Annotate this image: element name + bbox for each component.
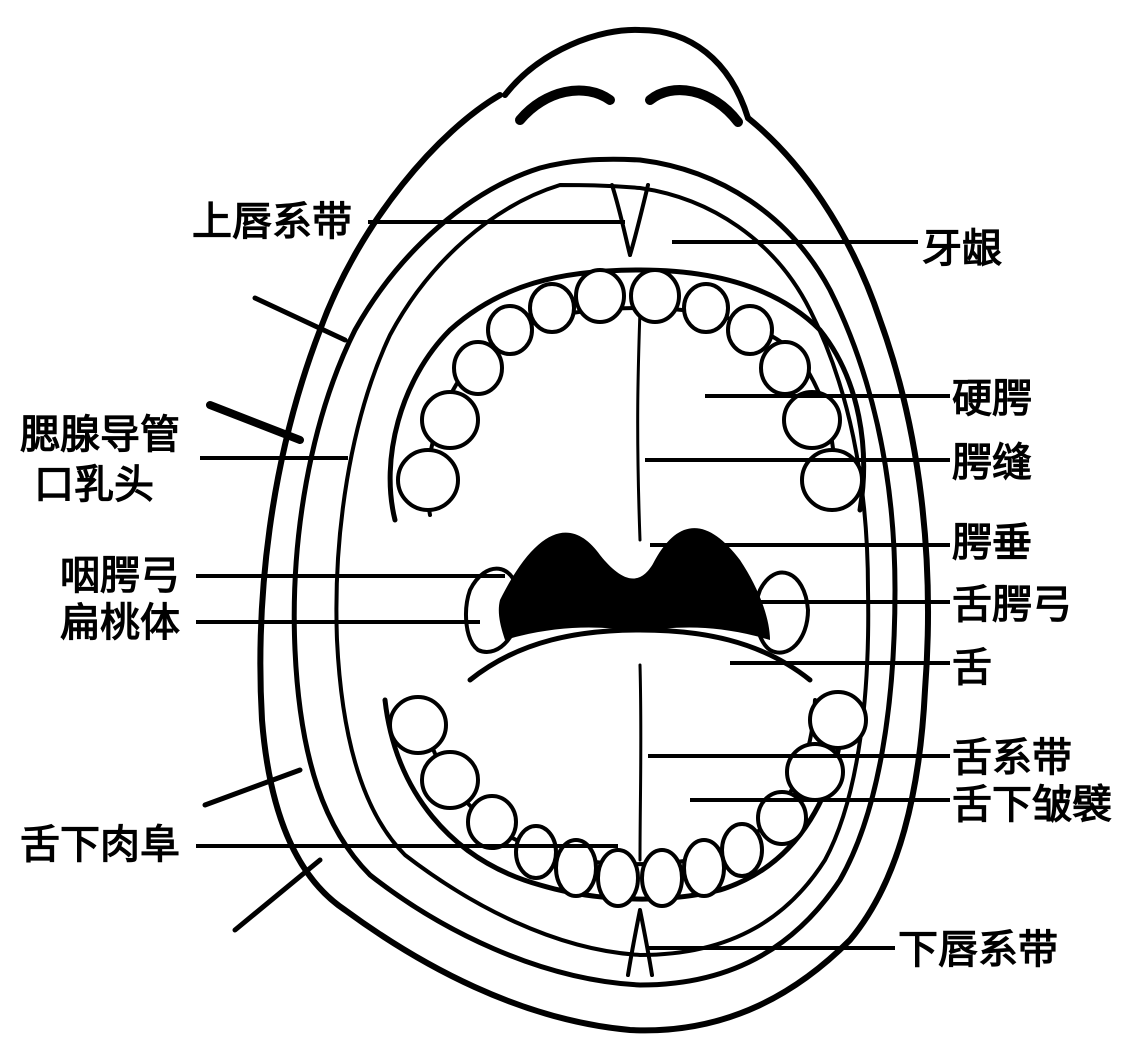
upper-tooth bbox=[530, 284, 574, 332]
lower-tooth bbox=[468, 796, 516, 848]
label-sublingual-fold: 舌下皱襞 bbox=[952, 782, 1112, 828]
label-lower-lip-frenulum: 下唇系带 bbox=[898, 927, 1058, 973]
label-hard-palate: 硬腭 bbox=[952, 376, 1032, 422]
upper-tooth bbox=[454, 342, 502, 394]
label-parotid-duct-papilla-line1: 腮腺导管 bbox=[20, 412, 180, 458]
lower-tooth bbox=[422, 752, 478, 808]
lower-tooth bbox=[684, 840, 724, 896]
lower-tooth bbox=[722, 824, 762, 876]
nostril-left bbox=[520, 90, 610, 120]
label-parotid-duct-papilla-line2: 口乳头 bbox=[34, 462, 154, 508]
upper-tooth bbox=[576, 270, 624, 322]
lingual-frenulum-line bbox=[640, 665, 641, 860]
palatine-raphe-line bbox=[638, 310, 640, 540]
label-tongue: 舌 bbox=[952, 645, 992, 691]
label-lingual-frenulum: 舌系带 bbox=[952, 735, 1072, 781]
upper-tooth bbox=[684, 284, 728, 332]
lower-tooth bbox=[556, 840, 596, 896]
cheek-line-left-4 bbox=[235, 860, 320, 930]
lower-tooth bbox=[787, 744, 843, 800]
lower-tooth bbox=[390, 697, 446, 753]
lower-tooth bbox=[598, 850, 638, 906]
label-uvula: 腭垂 bbox=[952, 520, 1032, 566]
cheek-line-left-3 bbox=[205, 770, 300, 805]
label-palatine-raphe: 腭缝 bbox=[952, 440, 1032, 486]
label-upper-lip-frenulum: 上唇系带 bbox=[192, 199, 352, 245]
upper-tooth bbox=[761, 342, 809, 394]
lower-tooth bbox=[810, 692, 866, 748]
lower-tooth bbox=[642, 850, 682, 906]
upper-tooth bbox=[422, 392, 478, 448]
label-palatoglossal-arch: 舌腭弓 bbox=[952, 582, 1072, 628]
upper-tooth bbox=[784, 392, 840, 448]
label-sublingual-caruncle: 舌下肉阜 bbox=[20, 822, 180, 868]
label-palatopharyngeal-arch: 咽腭弓 bbox=[60, 553, 180, 599]
lower-tooth bbox=[516, 826, 556, 878]
upper-tooth bbox=[398, 450, 458, 510]
upper-tooth bbox=[631, 270, 679, 322]
upper-tooth bbox=[728, 306, 772, 354]
label-gingiva: 牙龈 bbox=[922, 226, 1002, 272]
cheek-line-left-2 bbox=[210, 405, 300, 440]
lower-frenulum-shape bbox=[628, 910, 652, 975]
nostril-right bbox=[650, 90, 738, 122]
label-palatine-tonsil: 扁桃体 bbox=[60, 600, 180, 646]
